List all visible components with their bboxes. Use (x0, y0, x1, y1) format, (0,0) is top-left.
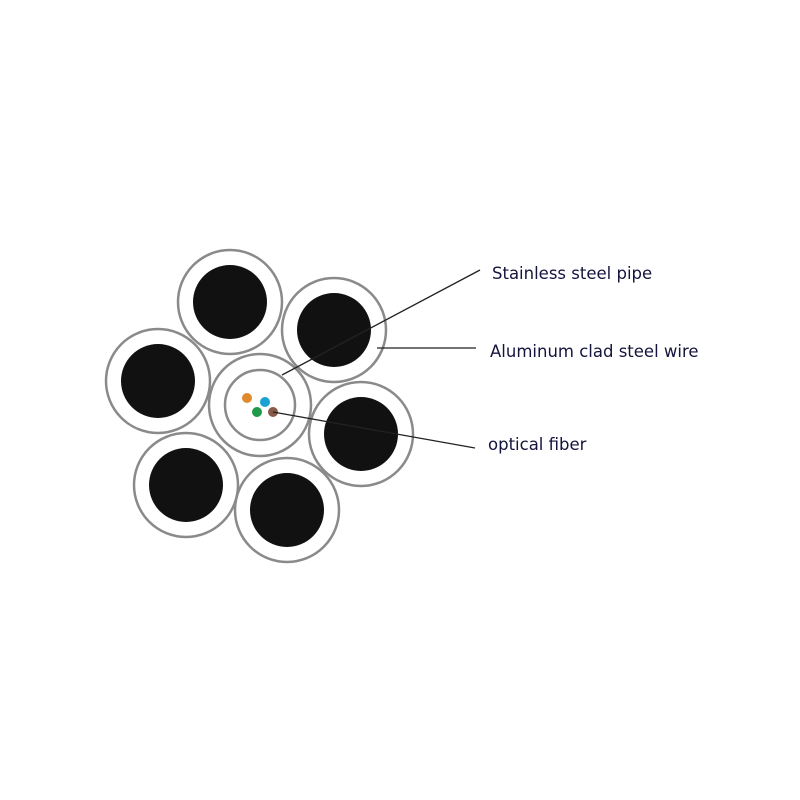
leader-line-pipe (281, 269, 481, 376)
wire-top (176, 248, 284, 356)
fiber-green (252, 407, 262, 417)
aluminum-clad-steel-wires (104, 248, 415, 564)
optical-fibers (242, 393, 278, 417)
wire-left (104, 327, 212, 435)
wire-bottom-left (132, 431, 240, 539)
wire-top-right (280, 276, 388, 384)
leader-lines (272, 269, 481, 449)
fiber-orange (242, 393, 252, 403)
label-stainless-steel-pipe: Stainless steel pipe (492, 264, 653, 283)
leader-line-fiber (272, 411, 476, 449)
label-optical-fiber: optical fiber (488, 435, 587, 454)
fiber-blue (260, 397, 270, 407)
wire-bottom (233, 456, 341, 564)
wire-right (307, 380, 415, 488)
stainless-steel-pipe (207, 352, 313, 458)
label-aluminum-clad-steel-wire: Aluminum clad steel wire (490, 342, 699, 361)
